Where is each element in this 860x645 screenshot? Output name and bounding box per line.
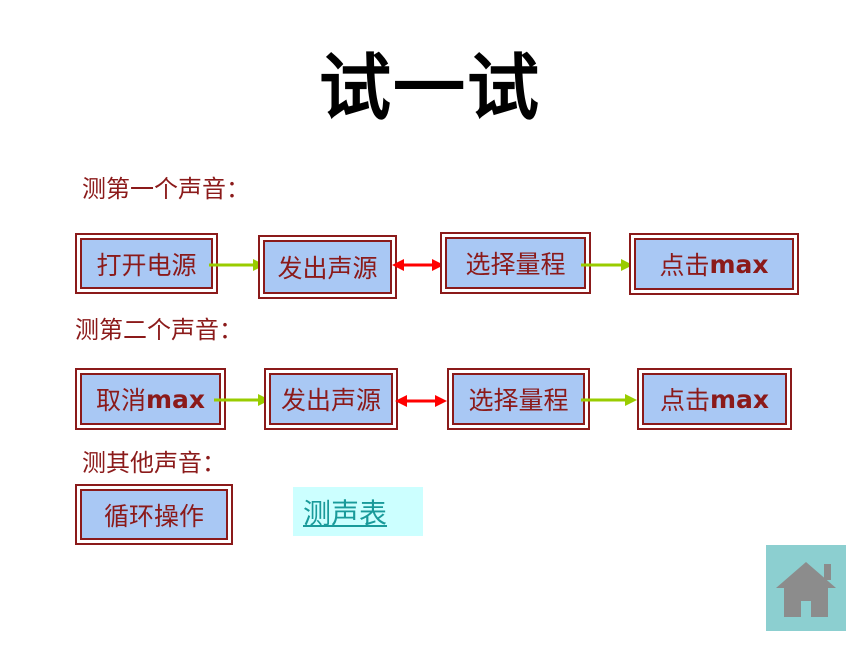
double-arrow-icon bbox=[395, 394, 447, 408]
arrow-right-icon bbox=[581, 393, 637, 407]
home-button[interactable] bbox=[766, 545, 846, 631]
section-second-sound: 测第二个声音： bbox=[75, 316, 243, 344]
section-first-sound: 测第一个声音： bbox=[82, 175, 250, 203]
step-label: 打开电源 bbox=[96, 250, 197, 280]
step-power-on[interactable]: 打开电源 bbox=[75, 233, 218, 294]
section-other-sounds: 测其他声音： bbox=[82, 449, 226, 477]
max-label: max bbox=[145, 384, 206, 414]
step-label: 选择量程 bbox=[465, 250, 566, 279]
step-label: 点击 bbox=[659, 386, 710, 415]
arrow-right-icon bbox=[209, 258, 265, 272]
step-label: 点击 bbox=[659, 251, 710, 280]
step-select-range[interactable]: 选择量程 bbox=[447, 368, 590, 430]
step-label: 取消 bbox=[95, 386, 146, 415]
sound-meter-link[interactable]: 测声表 bbox=[293, 487, 423, 536]
arrow-right-icon bbox=[214, 393, 270, 407]
step-emit-sound[interactable]: 发出声源 bbox=[258, 235, 397, 299]
step-repeat-operation[interactable]: 循环操作 bbox=[75, 484, 233, 545]
step-label: 发出声源 bbox=[277, 254, 378, 283]
home-icon bbox=[776, 562, 836, 617]
double-arrow-icon bbox=[392, 258, 444, 272]
step-label: 发出声源 bbox=[280, 386, 381, 415]
slide-title: 试一试 bbox=[318, 45, 541, 130]
max-label: max bbox=[709, 384, 770, 414]
step-emit-sound[interactable]: 发出声源 bbox=[264, 368, 398, 430]
step-label: 循环操作 bbox=[103, 501, 204, 531]
max-label: max bbox=[709, 249, 769, 279]
step-label: 选择量程 bbox=[468, 386, 569, 415]
arrow-right-icon bbox=[581, 258, 633, 272]
step-select-range[interactable]: 选择量程 bbox=[440, 232, 591, 294]
